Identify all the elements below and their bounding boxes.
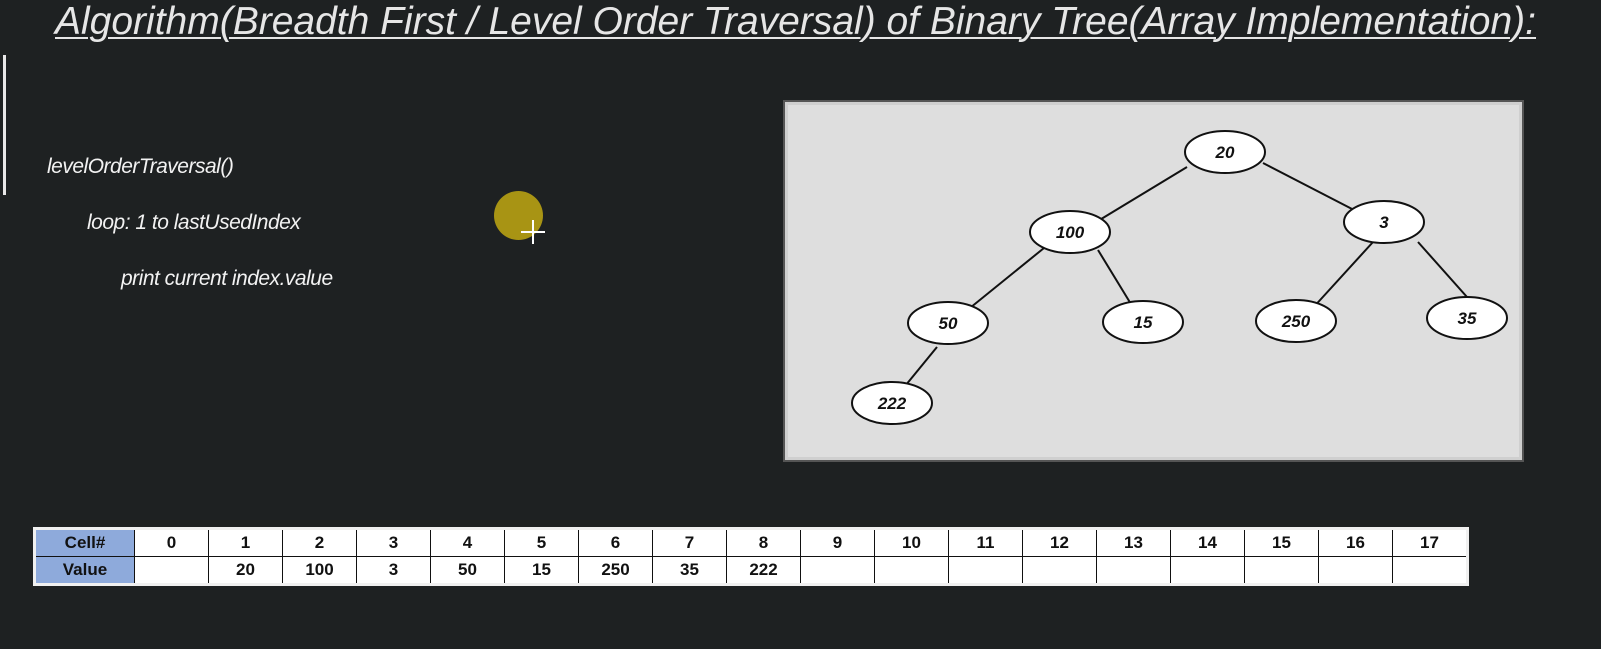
node-label-250: 250 bbox=[1281, 312, 1311, 331]
cell-index: 5 bbox=[504, 528, 579, 557]
cell-value bbox=[1244, 556, 1319, 585]
cell-value bbox=[1392, 556, 1468, 585]
cell-index: 3 bbox=[356, 528, 431, 557]
node-100 bbox=[1029, 210, 1111, 254]
node-222 bbox=[851, 381, 933, 425]
cell-index: 16 bbox=[1318, 528, 1393, 557]
node-label-35: 35 bbox=[1458, 309, 1477, 328]
node-label-100: 100 bbox=[1056, 223, 1085, 242]
cell-value: 250 bbox=[578, 556, 653, 585]
node-label-15: 15 bbox=[1134, 313, 1153, 332]
cell-value: 222 bbox=[726, 556, 801, 585]
cell-index: 11 bbox=[948, 528, 1023, 557]
cell-index: 17 bbox=[1392, 528, 1468, 557]
edge-100-50 bbox=[964, 247, 1045, 313]
edge-20-3 bbox=[1262, 162, 1355, 211]
algorithm-line-3: print current index.value bbox=[121, 267, 333, 290]
node-35 bbox=[1426, 296, 1508, 340]
cell-value bbox=[1022, 556, 1097, 585]
node-label-50: 50 bbox=[939, 314, 958, 333]
cell-index: 9 bbox=[800, 528, 875, 557]
edge-100-15 bbox=[1097, 249, 1135, 310]
cell-index: 4 bbox=[430, 528, 505, 557]
cell-value bbox=[1318, 556, 1393, 585]
cell-index: 10 bbox=[874, 528, 949, 557]
edge-3-35 bbox=[1417, 241, 1476, 307]
cell-value: 3 bbox=[356, 556, 431, 585]
algorithm-line-2: loop: 1 to lastUsedIndex bbox=[87, 211, 301, 234]
edge-3-250 bbox=[1310, 241, 1374, 311]
cell-index: 15 bbox=[1244, 528, 1319, 557]
cell-index: 13 bbox=[1096, 528, 1171, 557]
cell-index: 7 bbox=[652, 528, 727, 557]
node-label-222: 222 bbox=[877, 394, 907, 413]
cell-value: 20 bbox=[208, 556, 283, 585]
cell-value: 100 bbox=[282, 556, 357, 585]
cell-value: 35 bbox=[652, 556, 727, 585]
cell-value bbox=[134, 556, 209, 585]
cell-value bbox=[874, 556, 949, 585]
cell-value bbox=[1096, 556, 1171, 585]
binary-tree-diagram: 20 100 3 50 15 250 35 222 bbox=[783, 100, 1524, 462]
crosshair-cursor-icon bbox=[521, 220, 545, 244]
left-edge-bar bbox=[3, 55, 6, 195]
edge-20-100 bbox=[1087, 166, 1188, 228]
cell-value bbox=[1170, 556, 1245, 585]
cell-value bbox=[800, 556, 875, 585]
node-15 bbox=[1102, 300, 1184, 344]
node-20 bbox=[1184, 130, 1266, 174]
value-row-label: Value bbox=[34, 556, 135, 585]
cell-index: 1 bbox=[208, 528, 283, 557]
cell-index: 14 bbox=[1170, 528, 1245, 557]
node-250 bbox=[1255, 299, 1337, 343]
cell-value: 15 bbox=[504, 556, 579, 585]
tree-svg: 20 100 3 50 15 250 35 222 bbox=[851, 130, 1508, 425]
cell-value bbox=[948, 556, 1023, 585]
cell-index: 2 bbox=[282, 528, 357, 557]
cell-index: 8 bbox=[726, 528, 801, 557]
node-3 bbox=[1343, 200, 1425, 244]
algorithm-line-1: levelOrderTraversal() bbox=[47, 155, 234, 178]
cell-index: 0 bbox=[134, 528, 209, 557]
cell-row-label: Cell# bbox=[34, 528, 135, 557]
node-50 bbox=[907, 301, 989, 345]
node-label-3: 3 bbox=[1379, 213, 1389, 232]
node-label-20: 20 bbox=[1215, 143, 1235, 162]
page-title: Algorithm(Breadth First / Level Order Tr… bbox=[55, 0, 1537, 43]
cell-value: 50 bbox=[430, 556, 505, 585]
cell-index: 6 bbox=[578, 528, 653, 557]
cell-index: 12 bbox=[1022, 528, 1097, 557]
